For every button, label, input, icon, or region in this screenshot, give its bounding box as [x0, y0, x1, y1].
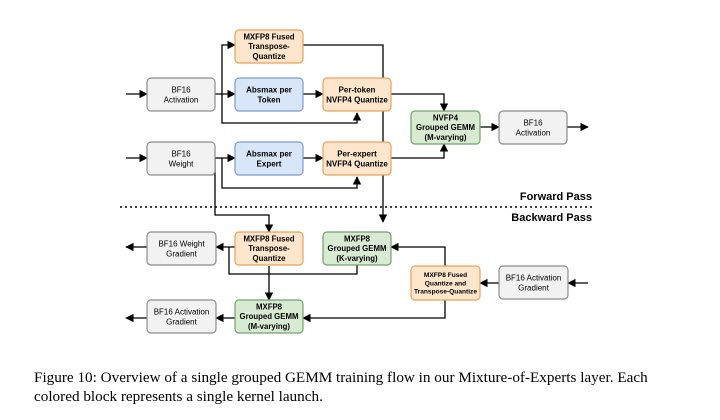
edge-per-token-to-gemm [391, 93, 449, 112]
block-label-line: NVFP4 [433, 113, 459, 122]
block-label-line: NVFP4 Quantize [326, 95, 388, 104]
block-label-line: Grouped GEMM [240, 312, 299, 321]
block-label-line: MXFP8 Fused [243, 234, 294, 243]
edge-weight-to-per-expert [221, 158, 362, 189]
backward-pass-label: Backward Pass [511, 212, 592, 224]
edge-per-expert-to-gemm [391, 143, 449, 159]
edge-transpose-to-down [303, 44, 388, 223]
block-label-line: MXFP8 [344, 234, 371, 243]
block-box [146, 231, 217, 266]
block-box [234, 141, 304, 176]
block-box [410, 265, 481, 301]
block-label-line: Transpose-Quantize [414, 289, 477, 296]
block-label-line: Token [258, 95, 281, 104]
block-label-line: Gradient [166, 317, 197, 326]
block-label-line: Grouped GEMM [416, 123, 475, 132]
block-box [322, 231, 392, 266]
edge-qtq-to-gemm-k [390, 242, 446, 266]
block-box [410, 110, 481, 145]
forward-pass-label: Forward Pass [520, 191, 592, 203]
block-label-line: MXFP8 Fused [424, 272, 467, 279]
block-label-line: Gradient [166, 249, 197, 258]
block-label-line: Quantize [253, 254, 287, 263]
block-label-line: (M-varying) [248, 322, 290, 331]
block-box [146, 299, 217, 334]
figure-caption: Figure 10: Overview of a single grouped … [34, 369, 648, 405]
block-box [322, 77, 392, 112]
block-label-line: Per-token [339, 85, 376, 94]
block-label-line: Absmax per [246, 85, 292, 94]
edge-activation-to-transpose [221, 40, 236, 94]
block-box [146, 77, 216, 112]
block-label-line: Quantize and [425, 280, 466, 287]
block-label-line: BF16 [171, 149, 191, 158]
block-label-line: Quantize [253, 52, 287, 61]
block-box [498, 110, 568, 145]
block-label-line: Transpose- [248, 244, 290, 253]
block-label-line: Activation [164, 95, 199, 104]
block-box [322, 141, 392, 176]
block-label-line: MXFP8 Fused [243, 32, 294, 41]
block-box [234, 231, 304, 266]
block-label-line: BF16 [523, 118, 543, 127]
block-label-line: MXFP8 [256, 302, 283, 311]
block-label-line: BF16 Weight [158, 239, 205, 248]
block-box [498, 265, 569, 300]
block-label-line: Weight [169, 159, 195, 168]
block-label-line: Activation [516, 128, 551, 137]
edge-weight-to-backward-transpose [214, 158, 274, 233]
connectors [125, 40, 589, 323]
edge-gemm-k-to-weight-grad [228, 247, 358, 275]
edge-qtq-to-gemm-m [302, 300, 446, 323]
block-box [146, 141, 216, 176]
edge-activation-to-per-token [221, 94, 362, 124]
block-box [234, 77, 304, 112]
block-label-line: NVFP4 Quantize [326, 159, 388, 168]
block-label-line: (M-varying) [424, 133, 466, 142]
block-label-line: BF16 Activation [506, 273, 562, 282]
block-box [234, 299, 304, 334]
block-label-line: BF16 [171, 85, 191, 94]
block-label-line: Grouped GEMM [328, 244, 387, 253]
block-label-line: (K-varying) [336, 254, 378, 263]
block-label-line: Expert [257, 159, 282, 168]
block-label-line: BF16 Activation [154, 307, 210, 316]
block-label-line: Per-expert [337, 149, 377, 158]
block-label-line: Transpose- [248, 42, 290, 51]
block-box [234, 29, 304, 64]
block-label-line: Absmax per [246, 149, 292, 158]
block-label-line: Gradient [518, 283, 549, 292]
